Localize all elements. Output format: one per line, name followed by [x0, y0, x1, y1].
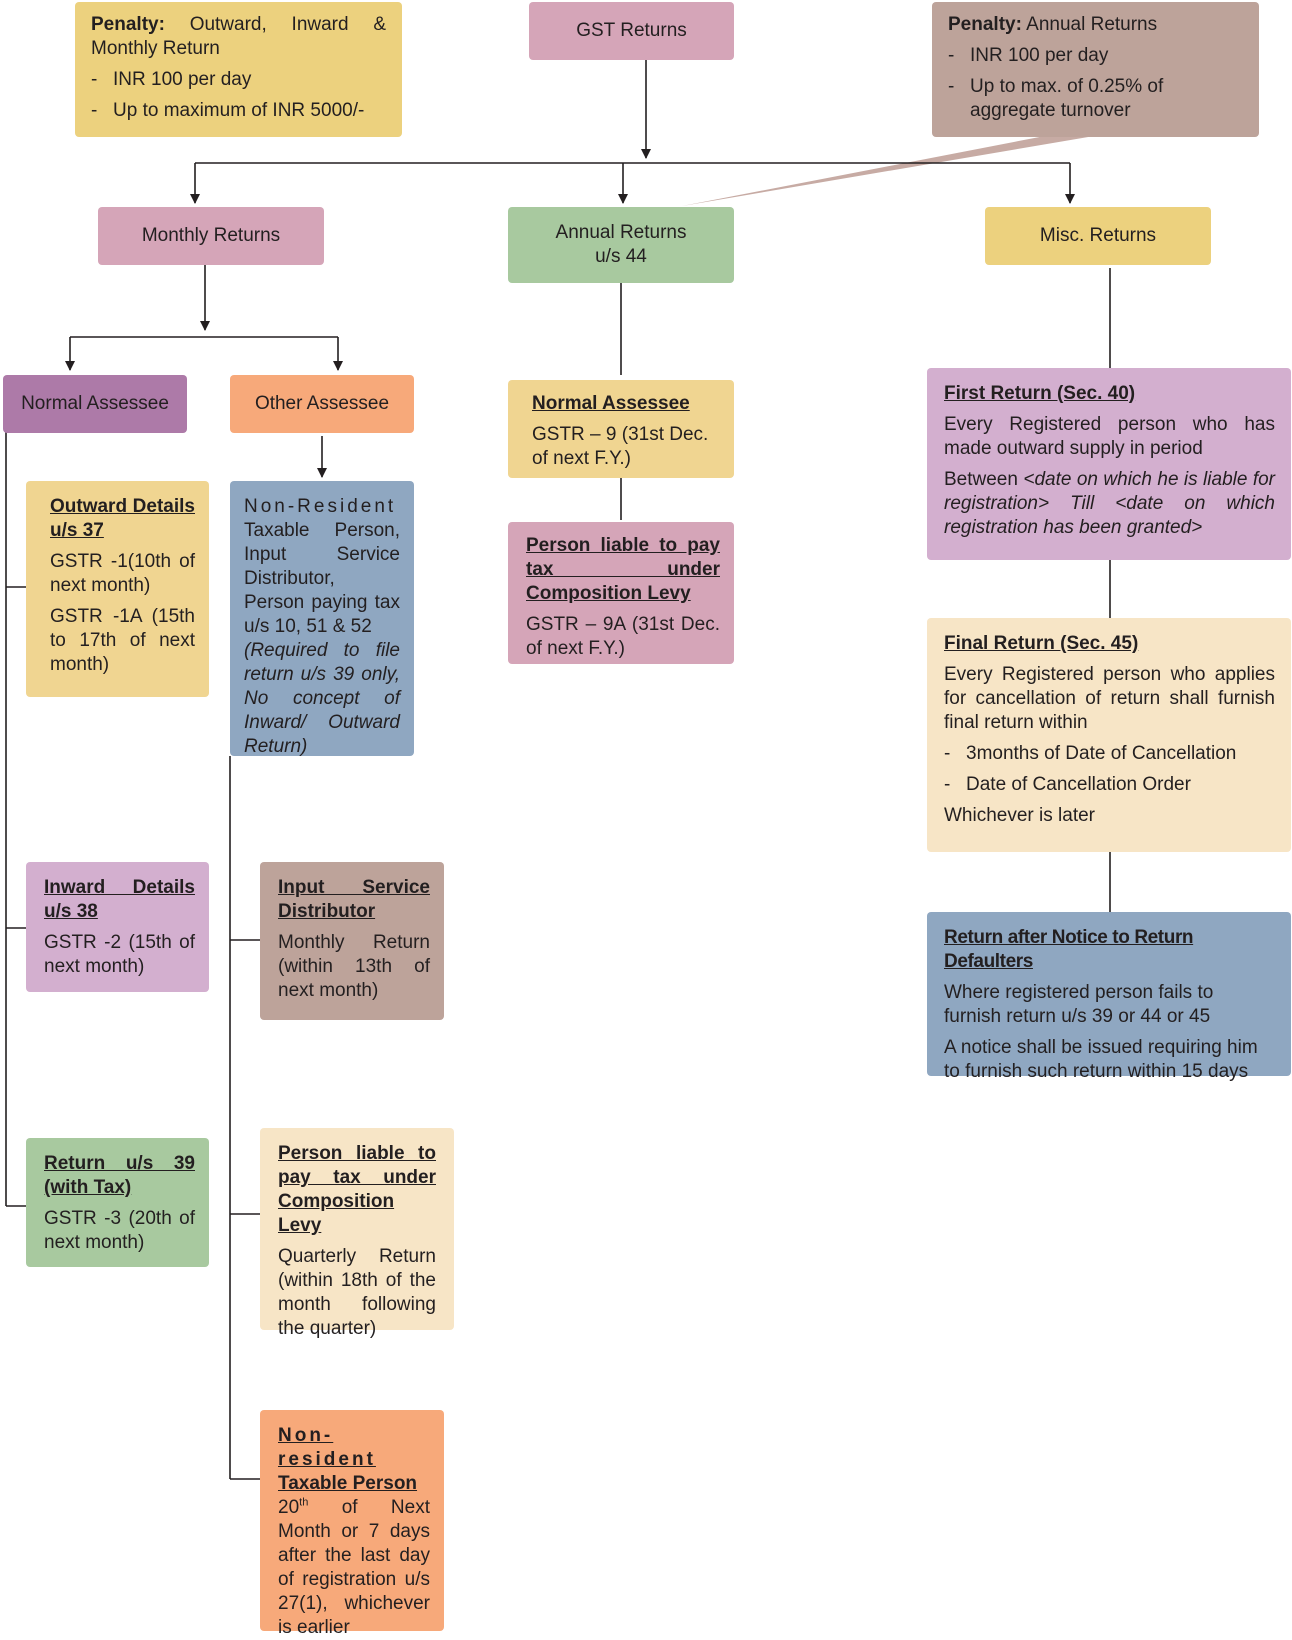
penalty-annual-item: Up to max. of 0.25% of aggregate turnove…: [948, 75, 1243, 123]
nrtp-day-suffix: th: [299, 1496, 309, 1509]
penalty-annual-item: INR 100 per day: [948, 44, 1243, 68]
penalty-monthly-box: Penalty: Outward, Inward & Monthly Retur…: [75, 2, 402, 137]
nrtp-text-wrap: 20th of Next Month or 7 days after the l…: [278, 1496, 430, 1640]
final-return-text: Every Registered person who applies for …: [944, 664, 1275, 733]
inward-gstr2: GSTR -2 (15th of next month): [44, 932, 195, 977]
annual-composition-gstr9a: GSTR – 9A (31st Dec. of next F.Y.): [526, 614, 720, 659]
final-return-heading: Final Return (Sec. 45): [944, 633, 1139, 654]
annual-normal-box: Normal Assessee GSTR – 9 (31st Dec. of n…: [508, 380, 734, 478]
first-return-text: Every Registered person who has made out…: [944, 414, 1275, 459]
first-return-period-text: <date on which he is liable for registra…: [944, 469, 1276, 538]
outward-gstr1: GSTR -1(10th of next month): [50, 551, 195, 596]
annual-normal-heading: Normal Assessee: [532, 393, 690, 414]
final-return-box: Final Return (Sec. 45) Every Registered …: [927, 618, 1291, 852]
notice-return-heading: Return after Notice to Return Defaulters: [944, 927, 1194, 972]
annual-returns-label: Annual Returns: [555, 222, 687, 243]
inward-details-box: Inward Details u/s 38 GSTR -2 (15th of n…: [26, 862, 209, 992]
penalty-monthly-item: Up to maximum of INR 5000/-: [91, 99, 386, 123]
outward-details-heading: Outward Details u/s 37: [50, 496, 195, 541]
first-return-heading: First Return (Sec. 40): [944, 383, 1136, 404]
non-resident-info-box: Non-Resident Taxable Person, Input Servi…: [230, 481, 414, 757]
penalty-monthly-item: INR 100 per day: [91, 68, 386, 92]
outward-details-box: Outward Details u/s 37 GSTR -1(10th of n…: [26, 481, 209, 697]
nrtp-heading-line1: Non-resident: [278, 1425, 376, 1470]
return-39-heading: Return u/s 39 (with Tax): [44, 1153, 195, 1198]
annual-returns-node: Annual Returns u/s 44: [508, 207, 734, 283]
non-resident-info-text: Taxable Person, Input Service Distributo…: [244, 520, 400, 637]
penalty-monthly-title: Penalty:: [91, 14, 165, 35]
monthly-returns-node: Monthly Returns: [98, 207, 324, 265]
first-return-box: First Return (Sec. 40) Every Registered …: [927, 368, 1291, 560]
normal-assessee-label: Normal Assessee: [21, 393, 169, 414]
gst-returns-node: GST Returns: [529, 2, 734, 60]
nrtp-text: of Next Month or 7 days after the last d…: [278, 1497, 430, 1638]
isd-box: Input Service Distributor Monthly Return…: [260, 862, 444, 1020]
non-resident-info-lead: Non-Resident: [244, 496, 397, 517]
composition-other-box: Person liable to pay tax under Compositi…: [260, 1128, 454, 1339]
misc-returns-label: Misc. Returns: [1039, 225, 1157, 246]
other-assessee-node: Other Assessee: [230, 375, 414, 433]
nrtp-day: 20: [278, 1497, 300, 1518]
isd-text: Monthly Return (within 13th of next mont…: [278, 932, 430, 1001]
normal-assessee-node: Normal Assessee: [3, 375, 187, 433]
nrtp-box: Non-resident Taxable Person 20th of Next…: [260, 1410, 444, 1638]
annual-composition-heading: Person liable to pay tax under Compositi…: [526, 535, 720, 604]
notice-return-box: Return after Notice to Return Defaulters…: [927, 912, 1291, 1082]
penalty-annual-box: Penalty: Annual Returns INR 100 per day …: [932, 2, 1259, 137]
first-return-period: Between <date on which he is liable for …: [944, 468, 1275, 540]
outward-gstr1a: GSTR -1A (15th to 17th of next month): [50, 606, 195, 675]
notice-return-text2: A notice shall be issued requiring him t…: [944, 1037, 1258, 1082]
final-return-item: 3months of Date of Cancellation: [944, 742, 1275, 766]
monthly-returns-label: Monthly Returns: [141, 225, 281, 246]
first-return-between: Between: [944, 469, 1018, 490]
annual-returns-section: u/s 44: [595, 246, 647, 267]
isd-heading: Input Service Distributor: [278, 877, 430, 922]
non-resident-info-note: (Required to file return u/s 39 only, No…: [244, 640, 400, 757]
final-return-item: Date of Cancellation Order: [944, 773, 1275, 797]
composition-other-heading: Person liable to pay tax under Compositi…: [278, 1143, 436, 1236]
annual-normal-gstr9: GSTR – 9 (31st Dec. of next F.Y.): [532, 424, 709, 469]
final-return-footer: Whichever is later: [944, 805, 1095, 826]
composition-other-text: Quarterly Return (within 18th of the mon…: [278, 1246, 436, 1339]
annual-composition-box: Person liable to pay tax under Compositi…: [508, 522, 734, 664]
nrtp-heading-line2: Taxable Person: [278, 1473, 418, 1494]
other-assessee-label: Other Assessee: [254, 393, 390, 414]
penalty-annual-title: Penalty:: [948, 14, 1022, 35]
return-39-gstr3: GSTR -3 (20th of next month): [44, 1208, 195, 1253]
misc-returns-node: Misc. Returns: [985, 207, 1211, 265]
penalty-monthly-title-rest: Outward, Inward & Monthly Return: [91, 14, 386, 59]
penalty-callout-pointer: [682, 135, 1100, 206]
return-39-box: Return u/s 39 (with Tax) GSTR -3 (20th o…: [26, 1138, 209, 1267]
penalty-annual-title-rest: Annual Returns: [1026, 14, 1158, 35]
gst-returns-label: GST Returns: [576, 20, 687, 41]
notice-return-text1: Where registered person fails to furnish…: [944, 982, 1214, 1027]
inward-details-heading: Inward Details u/s 38: [44, 877, 195, 922]
